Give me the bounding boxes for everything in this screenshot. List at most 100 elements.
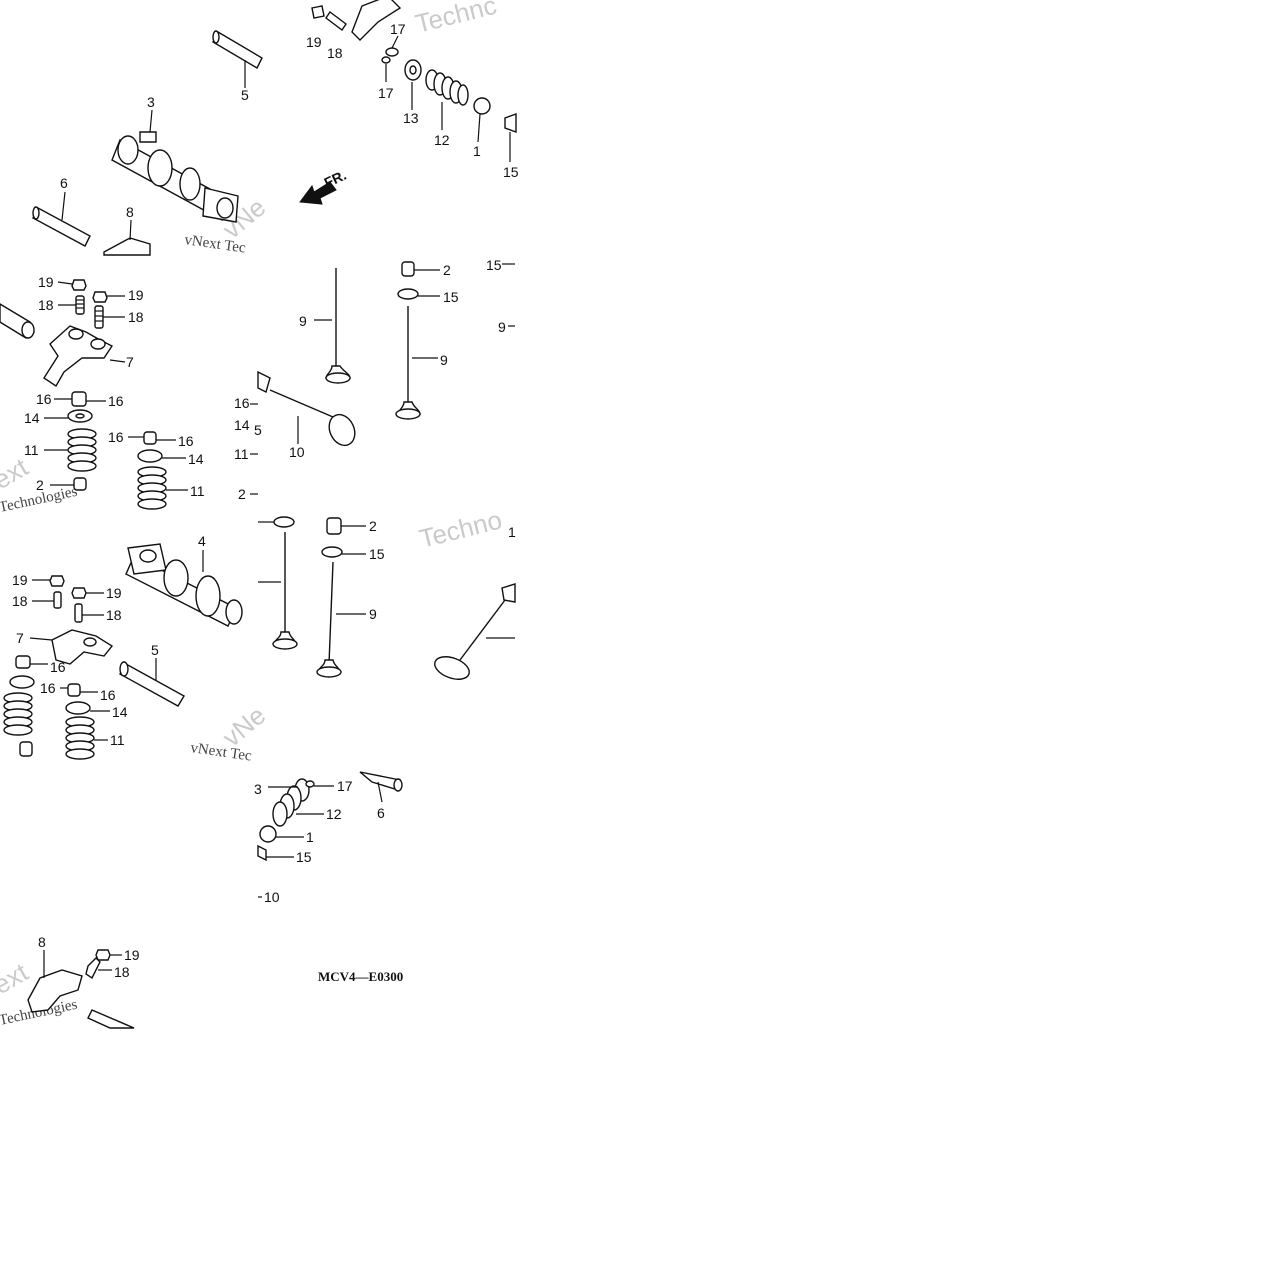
part-callout: 12	[326, 806, 342, 822]
camshaft	[111, 109, 239, 223]
part-callout: 15	[503, 164, 519, 180]
camshaft	[125, 543, 243, 627]
part-callout: 15	[369, 546, 385, 562]
part-callout: 16	[50, 659, 66, 675]
adjusting-screw	[58, 295, 85, 315]
part-callout: 14	[112, 704, 128, 720]
tile-left-lower: 4 19 19 18 18 7 16 5 16 16 14 11	[3, 533, 243, 760]
valve-spring	[3, 692, 33, 736]
valve-spring	[65, 716, 108, 760]
part-callout: 18	[114, 964, 130, 980]
part-callout: 3	[147, 94, 155, 110]
tile-center-mid: 2 15 15 9 9 9 16 14 5 10 11 2	[234, 257, 515, 502]
part-callout: 6	[60, 175, 68, 191]
part-callout: 12	[434, 132, 450, 148]
part-callout: 1	[508, 524, 516, 540]
part-callout: 2	[36, 477, 44, 493]
valve-stem-seal	[19, 741, 33, 757]
part-callout: 9	[498, 319, 506, 335]
nut	[95, 949, 111, 961]
part-callout: 1	[473, 143, 481, 159]
front-direction-arrow: FR.	[299, 167, 349, 205]
adjusting-screw	[85, 957, 101, 980]
tile-center-lower: 2 15 9 1	[258, 516, 516, 680]
rocker-shaft	[32, 191, 91, 247]
part-callout: 1	[306, 829, 314, 845]
adjusting-screw	[94, 305, 125, 329]
part-callout: 17	[390, 21, 406, 37]
spring-retainer	[65, 701, 91, 715]
part-callout: 16	[100, 687, 116, 703]
part-callout: 18	[12, 593, 28, 609]
part-callout: 16	[108, 393, 124, 409]
part-callout: 16	[36, 391, 52, 407]
watermark-text: ext	[0, 956, 34, 1000]
valve-spring	[425, 69, 469, 106]
part-callout: 7	[126, 354, 134, 370]
rocker-shaft	[359, 771, 403, 803]
part-callout: 19	[106, 585, 122, 601]
part-callout: 9	[369, 606, 377, 622]
part-callout: 16	[108, 429, 124, 445]
part-callout: 19	[12, 572, 28, 588]
valve	[314, 268, 351, 384]
valve-shim	[143, 431, 157, 445]
part-callout: 19	[124, 947, 140, 963]
watermark-text: Techno	[416, 504, 505, 553]
part-callout: 2	[238, 486, 246, 502]
valve-stem-seal	[73, 477, 87, 491]
valve-cotter	[273, 516, 295, 528]
part-callout: 17	[337, 778, 353, 794]
valve-spring	[137, 466, 188, 510]
part-callout: 18	[38, 297, 54, 313]
valve-shim	[71, 391, 87, 407]
part-callout: 2	[443, 262, 451, 278]
part-callout: 18	[106, 607, 122, 623]
part-callout: 10	[264, 889, 280, 905]
part-callout: 11	[24, 442, 39, 458]
valve-shim	[15, 655, 31, 669]
part-callout: 2	[369, 518, 377, 534]
part-callout: 15	[296, 849, 312, 865]
tile-bottom-left: 8 19 18	[27, 934, 140, 1029]
part-callout: 14	[234, 417, 250, 433]
rocker-arm	[43, 325, 126, 387]
spring-retainer	[137, 449, 163, 463]
part-callout: 9	[299, 313, 307, 329]
valve-spring	[272, 778, 310, 827]
part-callout: 17	[378, 85, 394, 101]
watermark-text: ext	[0, 451, 34, 495]
nut	[49, 575, 65, 587]
rocker-shaft	[119, 658, 185, 707]
part-callout: 7	[16, 630, 24, 646]
valve-gear-cluster	[311, 0, 517, 162]
valve	[316, 561, 366, 678]
nut	[71, 279, 87, 291]
rocker-shaft	[87, 1009, 135, 1029]
diagram-code: MCV4—E0300	[318, 969, 403, 984]
watermark-text: Technc	[412, 0, 499, 39]
part-callout: 11	[234, 446, 249, 462]
part-callout: 16	[234, 395, 250, 411]
watermarks: Technc Techno vNext Tec vNext Tec ext Te…	[0, 0, 505, 1029]
part-callout: 8	[126, 204, 134, 220]
valve-cotter	[397, 288, 419, 300]
adjusting-screw	[53, 591, 62, 609]
tile-bottom-center: 3 17 12 6 1 15 10	[254, 771, 403, 905]
part-callout: 18	[327, 45, 343, 61]
valve	[257, 370, 356, 447]
part-callout: 3	[254, 781, 262, 797]
valve	[395, 306, 438, 420]
valve	[434, 583, 516, 680]
part-callout: 9	[440, 352, 448, 368]
valve-cotter	[321, 546, 343, 558]
spring-retainer	[9, 675, 35, 689]
tile-left-mid: 19 19 18 18 7 16 16 14 11 16 16 14 11 2	[0, 274, 205, 510]
part-callout: 15	[443, 289, 459, 305]
part-callout: 18	[128, 309, 144, 325]
valve	[258, 532, 298, 650]
part-callout: 19	[128, 287, 144, 303]
nut	[71, 587, 87, 599]
adjusting-screw	[74, 603, 83, 623]
part-callout: 19	[306, 34, 322, 50]
